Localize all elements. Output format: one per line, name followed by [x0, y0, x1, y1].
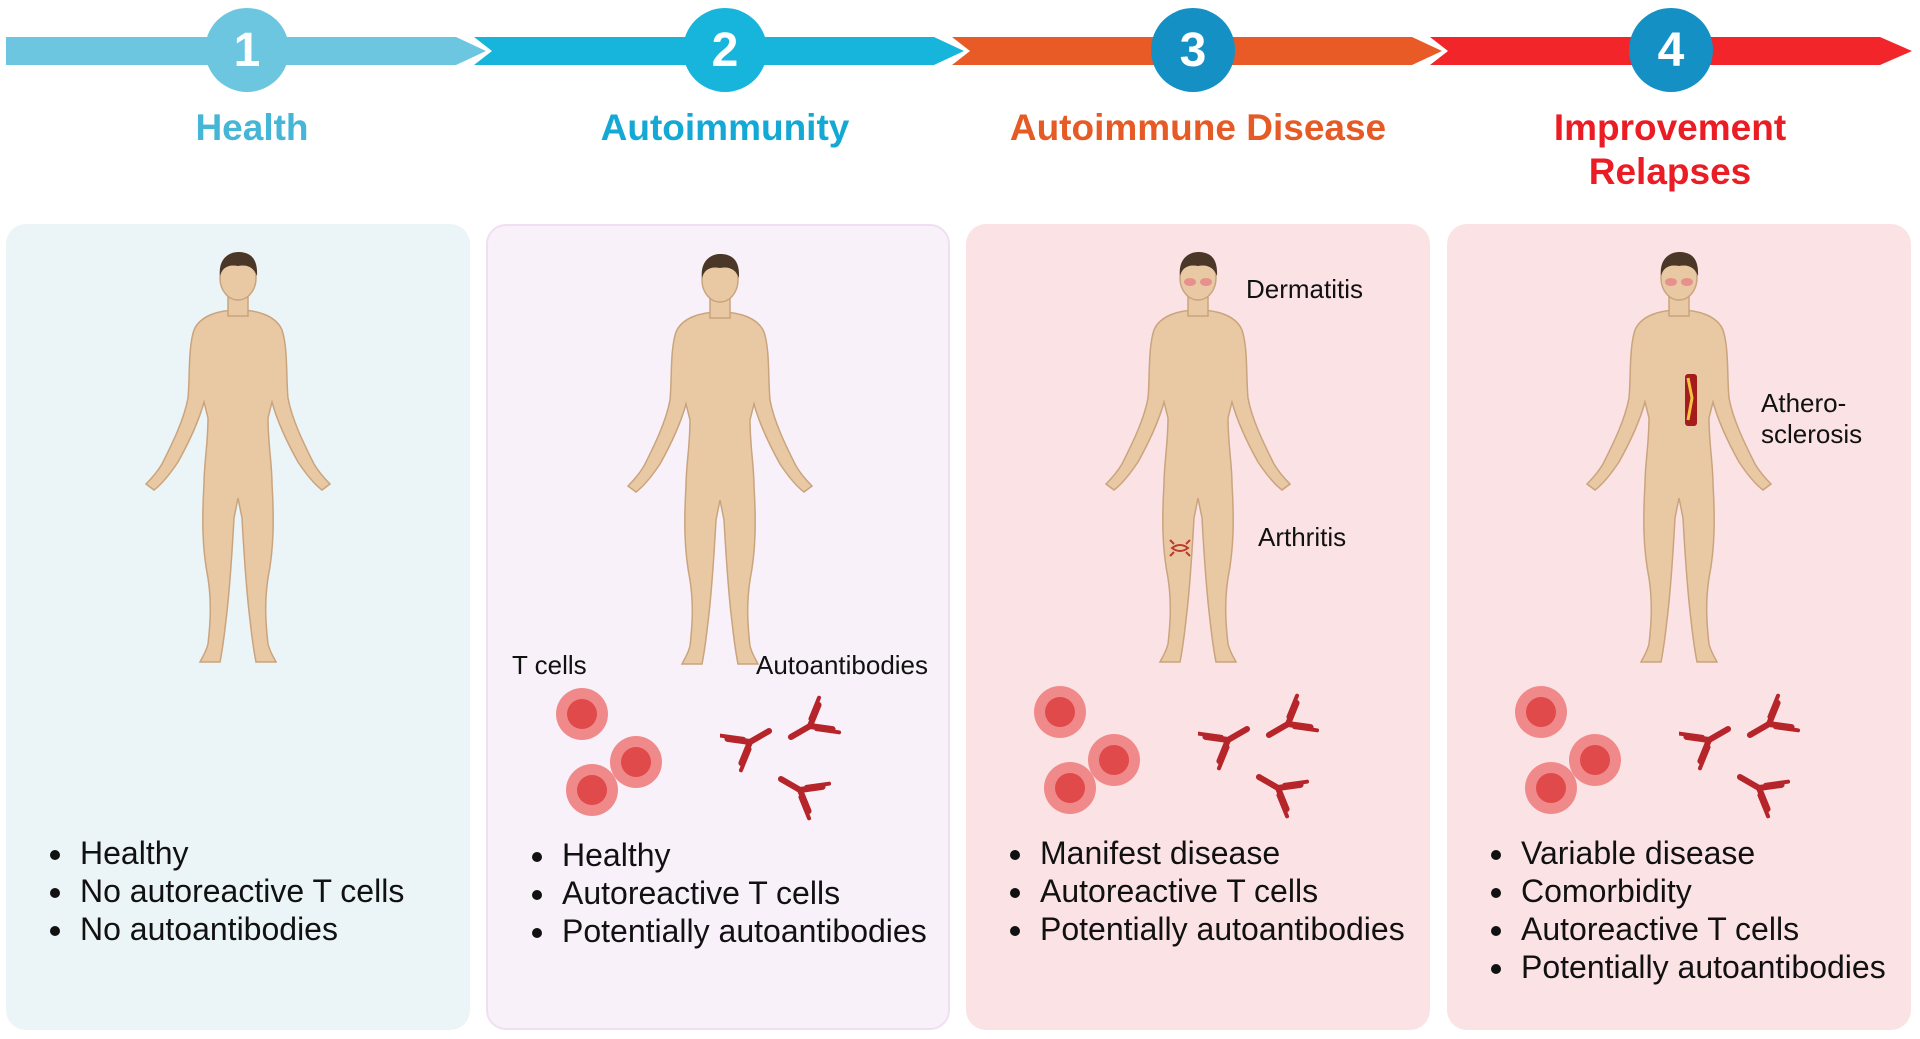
antibody: [720, 728, 773, 773]
rash-left-cheek: [1665, 278, 1677, 286]
stage-1-bullets: Healthy No autoreactive T cells No autoa…: [36, 834, 476, 948]
t-cells-illustration: [1034, 686, 1140, 814]
t-cell: [1034, 686, 1086, 738]
bullet: Comorbidity: [1517, 872, 1917, 910]
arthritis-label: Arthritis: [1258, 522, 1347, 552]
antibody: [1736, 774, 1791, 819]
antibody: [787, 695, 842, 740]
bullet: Potentially autoantibodies: [1036, 910, 1436, 948]
bullet: Autoreactive T cells: [1036, 872, 1436, 910]
stage-3-title: Autoimmune Disease: [1009, 107, 1387, 148]
stage-2-title: Autoimmunity: [600, 107, 850, 148]
hair: [701, 254, 740, 278]
stage-3-number: 3: [1151, 8, 1235, 92]
stage-4-panel: Athero- sclerosis Variable disease Comor…: [1447, 224, 1911, 1030]
antibody: [1255, 774, 1310, 819]
stage-3-bullets: Manifest disease Autoreactive T cells Po…: [996, 834, 1436, 948]
stage-2-panel: T cells Autoantibodies Healthy Autoreact…: [486, 224, 950, 1030]
bullet: No autoreactive T cells: [76, 872, 476, 910]
antibody: [1746, 693, 1801, 738]
bullet: Potentially autoantibodies: [1517, 948, 1917, 986]
stage-1-number: 1: [205, 8, 289, 92]
stage-4-bullets: Variable disease Comorbidity Autoreactiv…: [1477, 834, 1917, 986]
t-cell: [1088, 734, 1140, 786]
autoantibodies-illustration: [720, 695, 842, 821]
bullet: No autoantibodies: [76, 910, 476, 948]
dermatitis-label: Dermatitis: [1246, 274, 1364, 304]
bullet: Healthy: [76, 834, 476, 872]
antibody: [1198, 726, 1251, 771]
t-cell: [1525, 762, 1577, 814]
torso: [626, 311, 814, 665]
stage-2-bullets: Healthy Autoreactive T cells Potentially…: [518, 836, 958, 950]
rash-right-cheek: [1681, 278, 1693, 286]
torso: [1104, 309, 1292, 663]
t-cell: [610, 736, 662, 788]
human-body-figure: [626, 254, 814, 665]
antibody: [777, 776, 832, 821]
t-cell: [556, 688, 608, 740]
hair: [1660, 252, 1699, 276]
hair: [219, 252, 258, 276]
antibody: [1679, 726, 1732, 771]
torso: [144, 309, 332, 663]
human-body-figure: [144, 252, 332, 663]
t-cells-label: T cells: [512, 650, 587, 680]
autoantibodies-illustration: [1198, 693, 1320, 819]
hair: [1179, 252, 1218, 276]
bullet: Healthy: [558, 836, 958, 874]
bullet: Potentially autoantibodies: [558, 912, 958, 950]
stage-2-number: 2: [683, 8, 767, 92]
human-body-figure: [1104, 252, 1292, 663]
t-cell: [1515, 686, 1567, 738]
antibody: [1265, 693, 1320, 738]
autoantibodies-label: Autoantibodies: [756, 650, 929, 680]
arthritis-knee: [1169, 539, 1191, 557]
stage-4-number: 4: [1629, 8, 1713, 92]
stage-4-title-line-2: Relapses: [1588, 151, 1752, 192]
bullet: Variable disease: [1517, 834, 1917, 872]
artery-plaque: [1685, 374, 1697, 426]
atherosclerosis-label: Athero- sclerosis: [1761, 388, 1863, 449]
bullet: Manifest disease: [1036, 834, 1436, 872]
rash-right-cheek: [1200, 278, 1212, 286]
torso: [1585, 309, 1773, 663]
stage-3-panel: Dermatitis Arthritis Manifest disease Au…: [966, 224, 1430, 1030]
bullet: Autoreactive T cells: [558, 874, 958, 912]
bullet: Autoreactive T cells: [1517, 910, 1917, 948]
stage-1-panel: Healthy No autoreactive T cells No autoa…: [6, 224, 470, 1030]
autoantibodies-illustration: [1679, 693, 1801, 819]
stage-4-title-line-1: Improvement: [1553, 107, 1787, 148]
stage-1-title: Health: [195, 107, 309, 148]
t-cell: [1044, 762, 1096, 814]
t-cell: [1569, 734, 1621, 786]
stage-4-title: Improvement Relapses: [1440, 106, 1900, 194]
rash-left-cheek: [1184, 278, 1196, 286]
t-cell: [566, 764, 618, 816]
t-cells-illustration: [1515, 686, 1621, 814]
human-body-figure: [1585, 252, 1773, 663]
t-cells-illustration: [556, 688, 662, 816]
